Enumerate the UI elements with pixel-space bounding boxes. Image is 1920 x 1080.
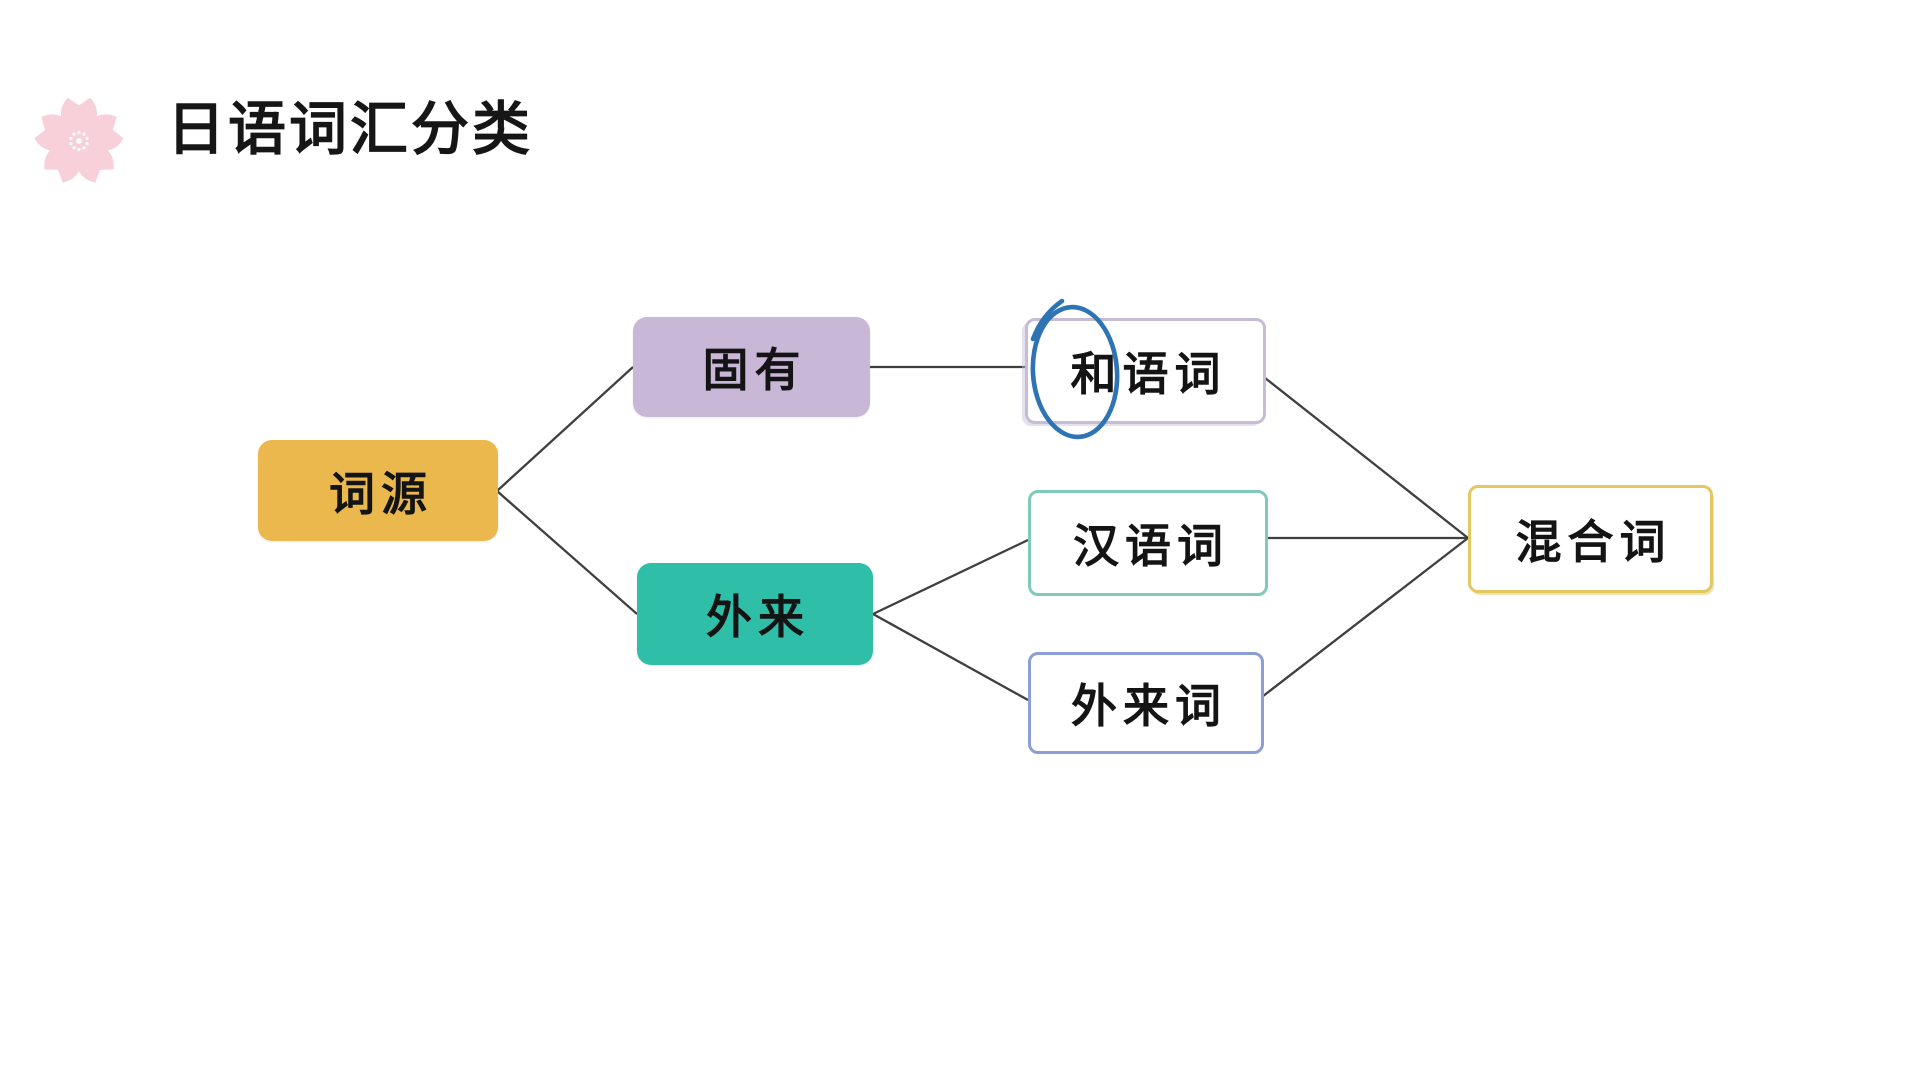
node-hunheci: 混合词 [1468, 485, 1713, 593]
connector-wailaici-hunheci [1257, 537, 1469, 701]
connector-wailai-wailaici [872, 612, 1029, 702]
node-heyuci-label: 和语词 [1070, 349, 1227, 400]
sakura-petals [34, 97, 124, 183]
node-wailaici: 外来词 [1028, 652, 1264, 754]
connector-ciyuan-wailai [496, 490, 638, 615]
node-hunheci-label: 混合词 [1515, 517, 1672, 568]
node-ciyuan-label: 词源 [329, 468, 433, 520]
sakura-icon-svg [34, 97, 124, 183]
node-hanyuci: 汉语词 [1028, 490, 1268, 596]
node-wailaici-label: 外来词 [1071, 681, 1227, 732]
sakura-icon [32, 94, 126, 188]
node-wailai: 外来 [637, 563, 873, 665]
node-guyou: 固有 [633, 317, 870, 417]
node-heyuci: 和语词 [1025, 318, 1266, 424]
connector-heyuci-hunheci [1259, 373, 1469, 539]
node-guyou-label: 固有 [702, 345, 807, 396]
node-ciyuan: 词源 [258, 440, 498, 541]
node-wailai-label: 外来 [706, 592, 810, 643]
node-hanyuci-label: 汉语词 [1073, 521, 1229, 572]
connector-ciyuan-guyou [496, 366, 634, 492]
sakura-center-dots [69, 130, 89, 152]
page-title: 日语词汇分类 [167, 97, 534, 162]
connector-wailai-hanyuci [872, 538, 1029, 616]
